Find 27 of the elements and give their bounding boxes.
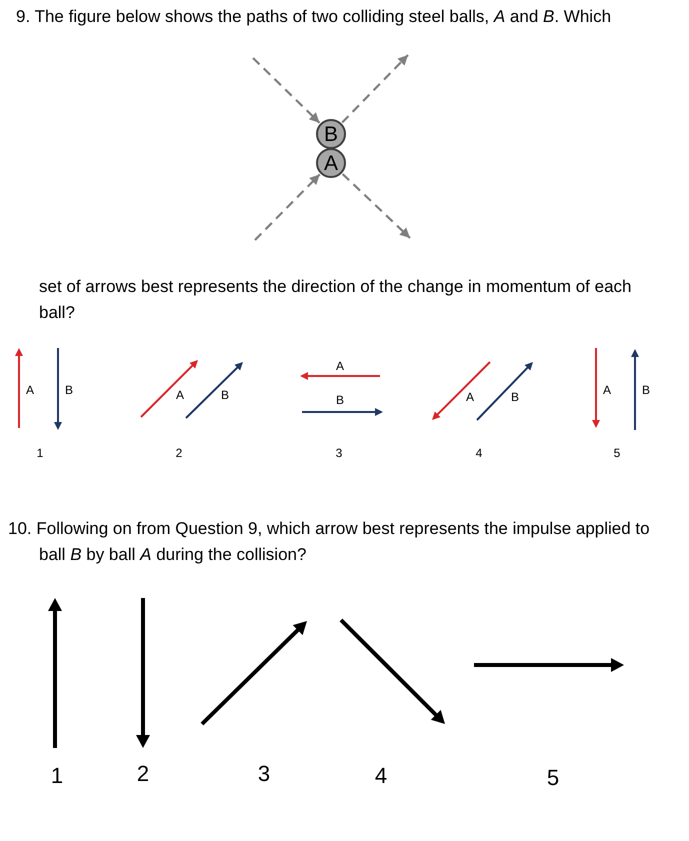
arrow-label: 1 [36, 447, 44, 459]
option-number: 4 [374, 765, 388, 787]
arrow-label: 3 [336, 447, 342, 459]
option-number: 5 [546, 767, 560, 789]
arrow-label: A [466, 391, 474, 403]
arrow-label: A [336, 360, 344, 372]
arrow-label: B [336, 394, 344, 406]
option-number: 1 [50, 765, 64, 787]
dashed-arrow [254, 174, 321, 241]
option-number: 3 [258, 763, 270, 785]
option-number: 2 [136, 763, 150, 785]
arrow-label: A [603, 384, 611, 396]
arrow-label: B [65, 384, 73, 396]
arrow-label: 5 [614, 447, 620, 459]
dashed-arrow [342, 173, 411, 239]
dashed-arrow [341, 54, 409, 124]
arrow-label: A [26, 384, 34, 396]
arrow-label: 4 [476, 447, 482, 459]
dashed-arrow [252, 57, 320, 124]
arrow-label: B [221, 389, 229, 401]
question-text: 9. The figure below shows the paths of two colliding steel balls, A and B. Which [16, 6, 612, 28]
arrow-label: 2 [176, 447, 182, 459]
arrow-label: B [642, 384, 650, 396]
question-text: 10. Following on from Question 9, which arrow best represents the impulse applied to ball B by ball A during the collision? [8, 518, 651, 566]
arrow-label: B [511, 391, 519, 403]
question-text: set of arrows best represents the direction of the change in momentum of each ball? [39, 276, 632, 324]
arrow-label: A [176, 389, 184, 401]
